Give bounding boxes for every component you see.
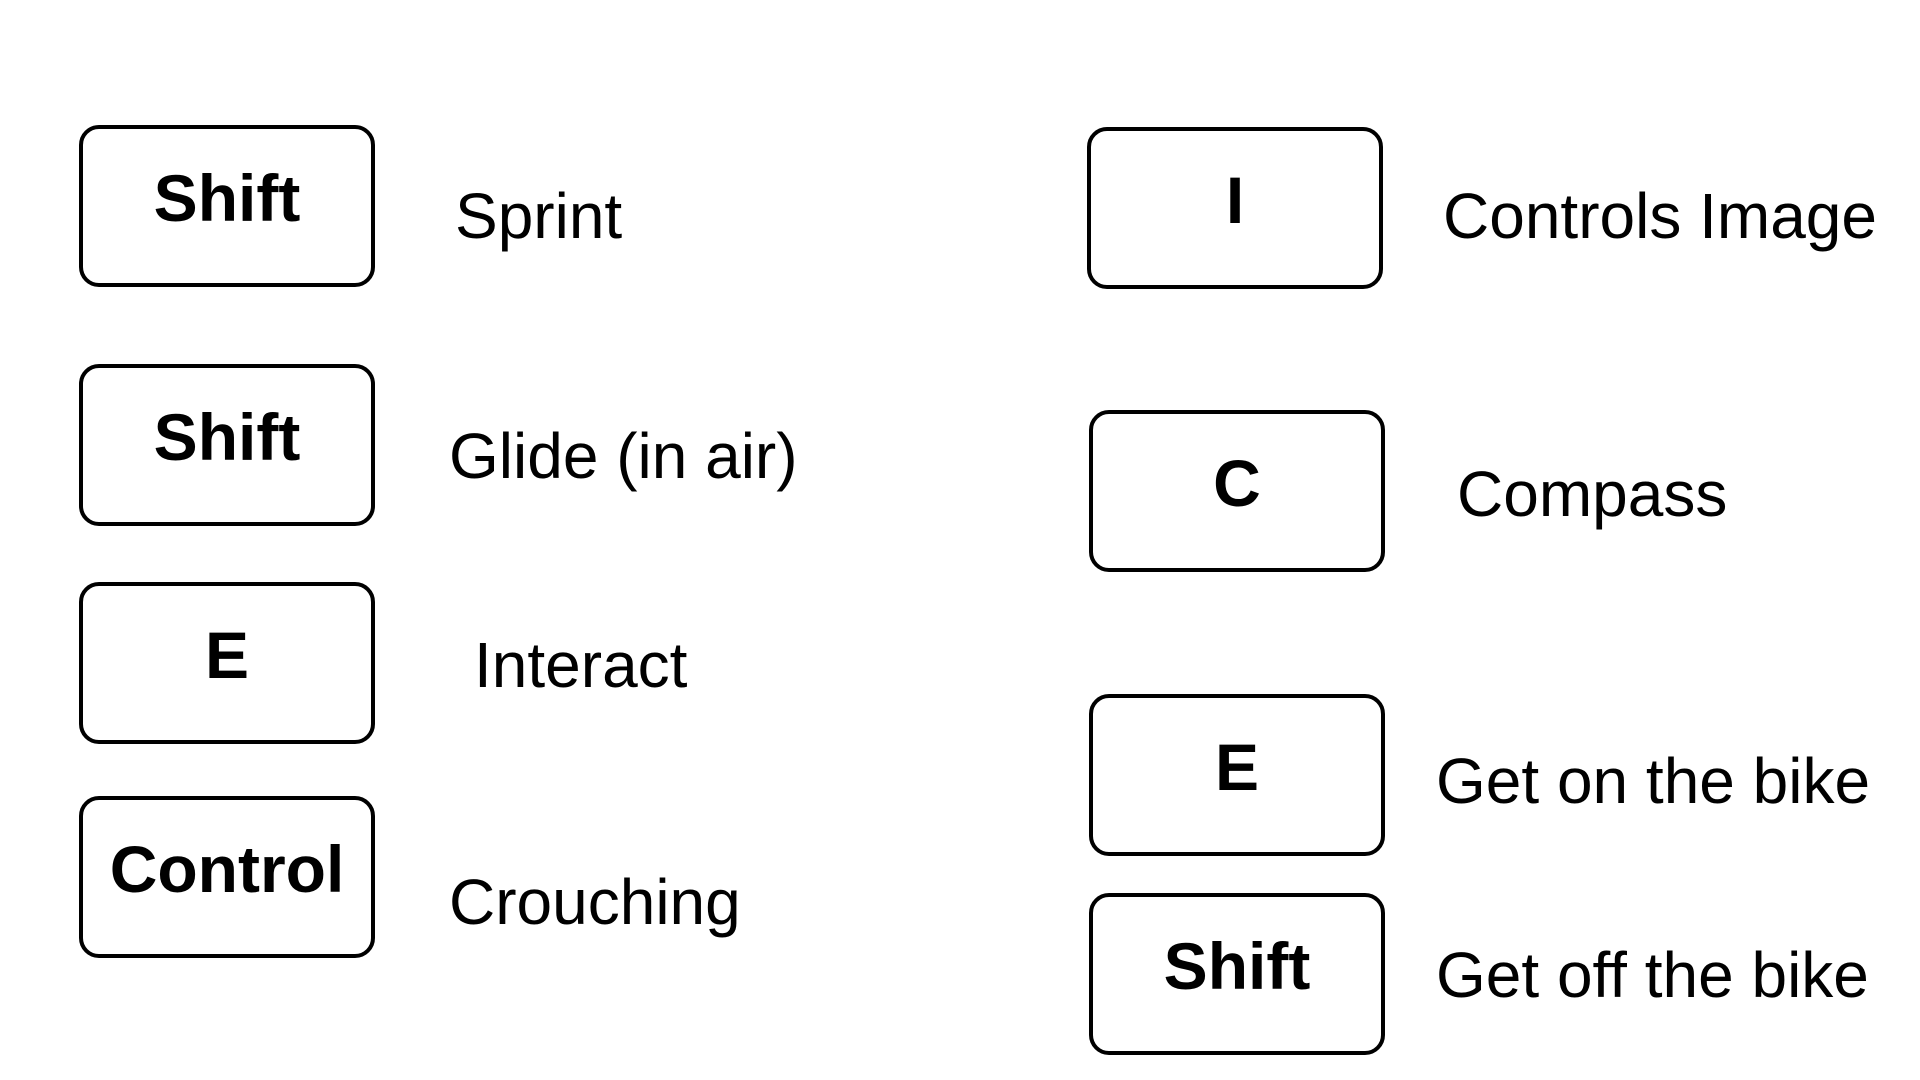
key-cap-c: C bbox=[1089, 410, 1385, 572]
action-label-controls-image: Controls Image bbox=[1443, 180, 1877, 252]
key-cap-control: Control bbox=[79, 796, 375, 958]
key-cap-shift: Shift bbox=[79, 364, 375, 526]
action-label-interact: Interact bbox=[474, 629, 688, 701]
action-label-compass: Compass bbox=[1457, 458, 1728, 530]
action-label-crouching: Crouching bbox=[449, 866, 741, 938]
key-cap-shift: Shift bbox=[79, 125, 375, 287]
action-label-glide: Glide (in air) bbox=[449, 420, 798, 492]
key-cap-e: E bbox=[79, 582, 375, 744]
action-label-get-on-bike: Get on the bike bbox=[1436, 745, 1871, 817]
action-label-sprint: Sprint bbox=[455, 180, 623, 252]
action-label-get-off-bike: Get off the bike bbox=[1436, 939, 1869, 1011]
key-cap-e: E bbox=[1089, 694, 1385, 856]
key-cap-i: I bbox=[1087, 127, 1383, 289]
key-cap-shift: Shift bbox=[1089, 893, 1385, 1055]
